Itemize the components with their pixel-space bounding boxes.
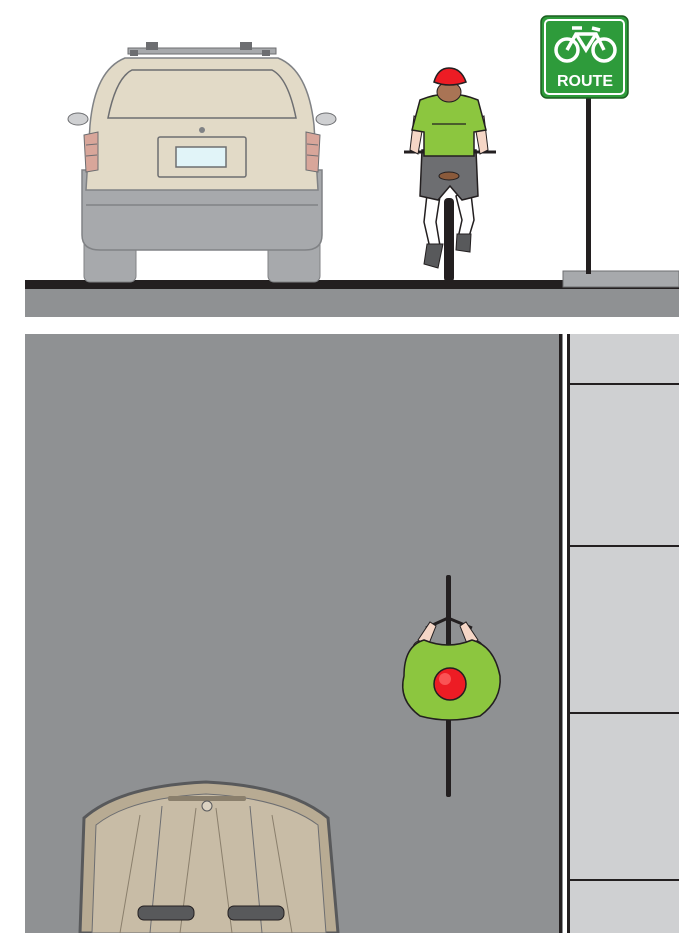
cyclist-rear-view bbox=[404, 68, 496, 282]
sign-post bbox=[586, 96, 591, 274]
vehicle-emblem bbox=[202, 801, 212, 811]
hood-vent-right bbox=[228, 906, 284, 920]
rear-window bbox=[108, 70, 296, 118]
curb-line-outer bbox=[559, 334, 562, 933]
cyclist-helmet bbox=[434, 68, 466, 85]
sidewalk bbox=[570, 334, 679, 933]
bike-route-sign: ROUTE bbox=[541, 16, 628, 274]
sign-text: ROUTE bbox=[557, 73, 613, 90]
right-mirror bbox=[316, 113, 336, 125]
left-tail-light bbox=[84, 132, 98, 172]
bicycle-rear-wheel bbox=[444, 198, 454, 282]
vehicle-rear-view bbox=[68, 42, 336, 282]
road-surface-elevation bbox=[25, 288, 679, 317]
curb-line-inner bbox=[567, 334, 570, 933]
right-tail-light bbox=[306, 132, 320, 172]
vehicle-plan-view bbox=[80, 782, 338, 933]
curb bbox=[563, 271, 679, 287]
plan-view bbox=[25, 334, 679, 933]
cyclist-helmet-plan bbox=[434, 668, 466, 700]
license-plate bbox=[176, 147, 226, 167]
cyclist-jersey bbox=[412, 94, 486, 156]
elevation-view: ROUTE bbox=[25, 16, 679, 317]
left-mirror bbox=[68, 113, 88, 125]
hood-vent-left bbox=[138, 906, 194, 920]
